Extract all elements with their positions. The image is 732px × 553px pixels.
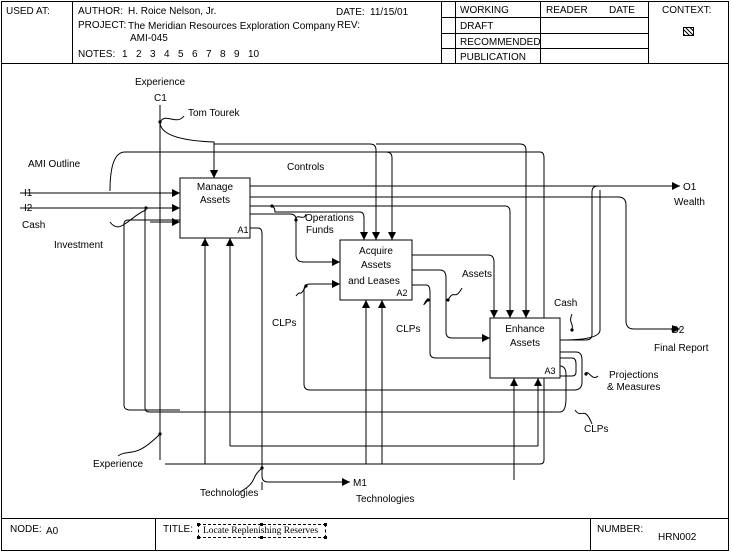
label-technologies-right: Technologies [356,494,414,505]
label-c1: C1 [154,93,167,104]
selection-handle[interactable] [197,523,200,526]
header-col-line [72,1,73,63]
label-ami-outline: AMI Outline [28,159,81,170]
label-cash-in: Cash [22,220,45,231]
project-value: The Meridian Resources Exploration Compa… [128,21,336,32]
header-col-line [455,1,456,63]
arrow-labels: Experience C1 Tom Tourek AMI Outline I1 … [22,77,709,505]
number-label: NUMBER: [597,524,644,535]
title-label: TITLE: [163,524,194,535]
box-line: Manage [197,182,234,193]
date-label: DATE: [336,7,365,18]
box-line: Assets [361,260,391,271]
node-label: NODE: [10,524,42,535]
box-line: and Leases [348,276,400,287]
label-clps-mid: CLPs [396,324,420,335]
activity-box-a3[interactable]: Enhance Assets A3 [489,317,561,379]
label-o1: O1 [683,182,697,193]
label-investment: Investment [54,240,103,251]
label-projections: Projections [609,370,658,381]
label-cash-out: Cash [554,298,577,309]
note-number: 5 [178,49,184,60]
header-col-line [648,1,649,63]
header-col-line [441,1,442,63]
arrow-lines [20,105,680,493]
note-number: 9 [234,49,240,60]
footer-divider [1,518,729,519]
activity-box-a2[interactable]: Acquire Assets and Leases A2 [339,239,413,301]
label-measures: & Measures [607,382,660,393]
label-controls: Controls [287,162,324,173]
selection-handle[interactable] [324,523,327,526]
rev-label: REV: [337,20,360,31]
note-number: 10 [248,49,260,60]
status-working: WORKING [460,5,509,16]
label-o2: O2 [671,325,685,336]
activity-box-a1[interactable]: Manage Assets A1 [179,177,251,239]
project-label: PROJECT: [78,20,127,31]
reader-label: READER [546,5,588,16]
label-operations: Operations [305,213,354,224]
label-assets: Assets [462,269,492,280]
note-number: 1 [122,49,128,60]
note-number: 8 [220,49,226,60]
project-code: AMI-045 [130,33,168,44]
note-number: 3 [150,49,156,60]
selection-handle[interactable] [260,536,263,539]
footer-col-line [155,518,156,551]
label-clps-bottom: CLPs [584,424,608,435]
author-value: H. Roice Nelson, Jr. [128,6,217,17]
context-icon [683,27,694,36]
label-funds: Funds [306,225,334,236]
box-line: Assets [200,195,230,206]
label-m1: M1 [353,478,367,489]
box-id: A2 [396,288,407,298]
label-final-report: Final Report [654,343,709,354]
box-id: A3 [544,366,555,376]
box-id: A1 [237,225,248,235]
note-number: 7 [206,49,212,60]
note-number: 4 [164,49,170,60]
label-i2: I2 [24,203,33,214]
diagram-title[interactable]: Locate Replenishing Reserves [203,526,319,536]
status-publication: PUBLICATION [460,52,526,63]
date-value: 11/15/01 [370,7,409,18]
author-label: AUTHOR: [78,6,123,17]
used-at-label: USED AT: [6,6,50,17]
junction-dots [144,120,588,470]
status-row-line [441,33,648,34]
note-number: 2 [136,49,142,60]
label-experience-top: Experience [135,77,185,88]
box-line: Assets [510,338,540,349]
box-line: Enhance [505,324,545,335]
notes-label: NOTES: [78,49,116,60]
header-col-line [540,1,541,63]
selection-handle[interactable] [197,536,200,539]
selection-handle[interactable] [324,536,327,539]
selection-handle[interactable] [260,523,263,526]
status-row-line [441,17,648,18]
context-label: CONTEXT: [662,5,712,16]
status-draft: DRAFT [460,21,494,32]
box-line: Acquire [359,246,393,257]
status-row-line [441,48,648,49]
label-i1: I1 [24,188,33,199]
note-number: 6 [192,49,198,60]
label-tom-tourek: Tom Tourek [188,108,241,119]
reader-date-label: DATE [609,5,635,16]
label-clps-left: CLPs [272,318,296,329]
label-experience-bottom: Experience [93,459,143,470]
label-technologies-left: Technologies [200,488,258,499]
status-recommended: RECOMMENDED [460,37,541,48]
label-wealth: Wealth [674,197,705,208]
number-value: HRN002 [658,532,697,543]
node-value: A0 [46,526,59,537]
footer-col-line [590,518,591,551]
header-divider [1,63,729,64]
